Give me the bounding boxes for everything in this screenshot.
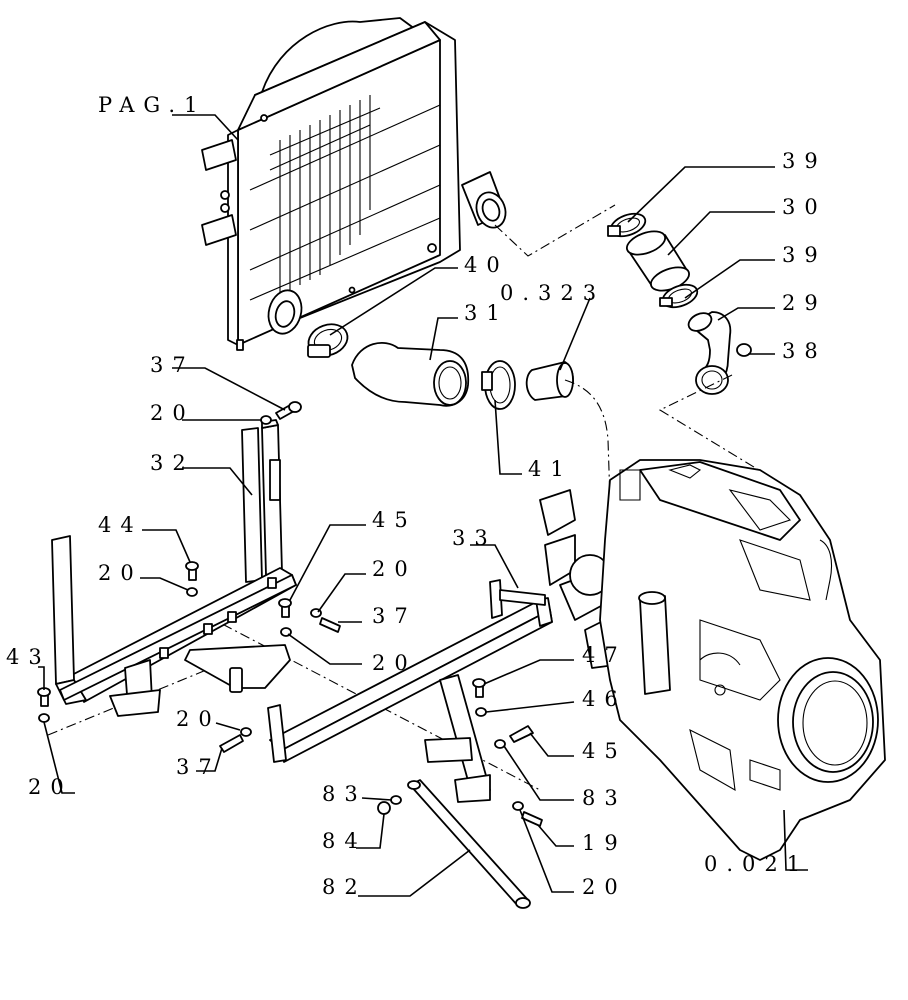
hose-clamp-41 [481,360,516,410]
label-83-left: 83 [322,782,367,806]
label-40: 40 [464,253,509,277]
label-82: 82 [322,875,367,899]
label-20-lower-left: 20 [176,707,221,731]
label-45-center: 45 [372,508,417,532]
hose-clamp-39-lower [659,283,699,309]
support-frame-32 [51,419,297,717]
label-19: 19 [582,831,627,855]
label-0-323: 0.323 [500,281,605,305]
label-0-021: 0.021 [704,852,809,876]
tie-rod-82 [407,779,531,909]
label-41: 41 [528,457,573,481]
label-38: 38 [782,339,827,363]
engine [539,459,886,861]
hose-clamp-39-upper [607,212,647,238]
label-30: 30 [782,195,827,219]
hose-clamp-40 [307,323,349,358]
label-29: 29 [782,291,827,315]
intercooler-radiator [201,17,507,351]
elbow-pipe-29 [687,311,732,395]
label-44: 44 [98,513,143,537]
label-47: 47 [582,643,627,667]
label-37-top: 37 [150,353,195,377]
label-pag-1: PAG.1 [98,93,206,117]
label-37-right: 37 [372,604,417,628]
support-frame-33 [267,579,553,803]
label-37-lower-left: 37 [176,755,221,779]
label-20-left: 20 [98,561,143,585]
label-46: 46 [582,687,627,711]
label-20-right: 20 [372,557,417,581]
label-31: 31 [464,301,509,325]
label-39-lower: 39 [782,243,827,267]
label-20-bottom: 20 [582,875,627,899]
callout-labels: PAG.1 39 30 39 40 0.323 29 31 38 37 20 4… [6,93,827,899]
hose-0-323 [525,361,574,401]
label-84: 84 [322,829,367,853]
label-20-far-left: 20 [28,775,73,799]
label-39-upper: 39 [782,149,827,173]
label-83-right: 83 [582,786,627,810]
label-45-right: 45 [582,739,627,763]
leader-lines [38,114,808,897]
label-43: 43 [6,645,51,669]
label-20-lower-center: 20 [372,651,417,675]
plug-38 [736,343,752,357]
elbow-hose-31 [351,341,470,407]
label-33: 33 [452,526,497,550]
label-32: 32 [150,451,195,475]
label-20-top: 20 [150,401,195,425]
